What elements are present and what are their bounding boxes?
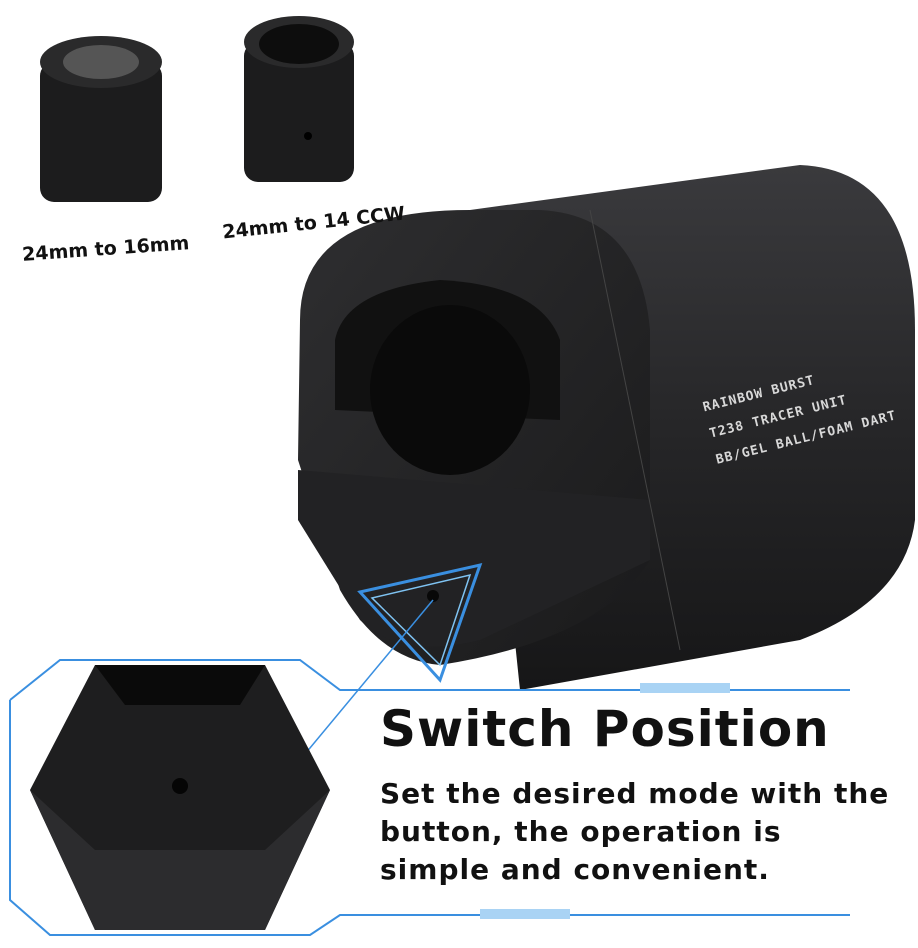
feature-description: Set the desired mode with the button, th… [380,777,890,886]
decorative-frame [9,659,850,936]
feature-title: Switch Position [380,700,830,758]
adapter-16mm [40,36,162,202]
switch-closeup [30,665,330,930]
adapter-14ccw [244,16,354,182]
tracer-unit [298,165,915,761]
